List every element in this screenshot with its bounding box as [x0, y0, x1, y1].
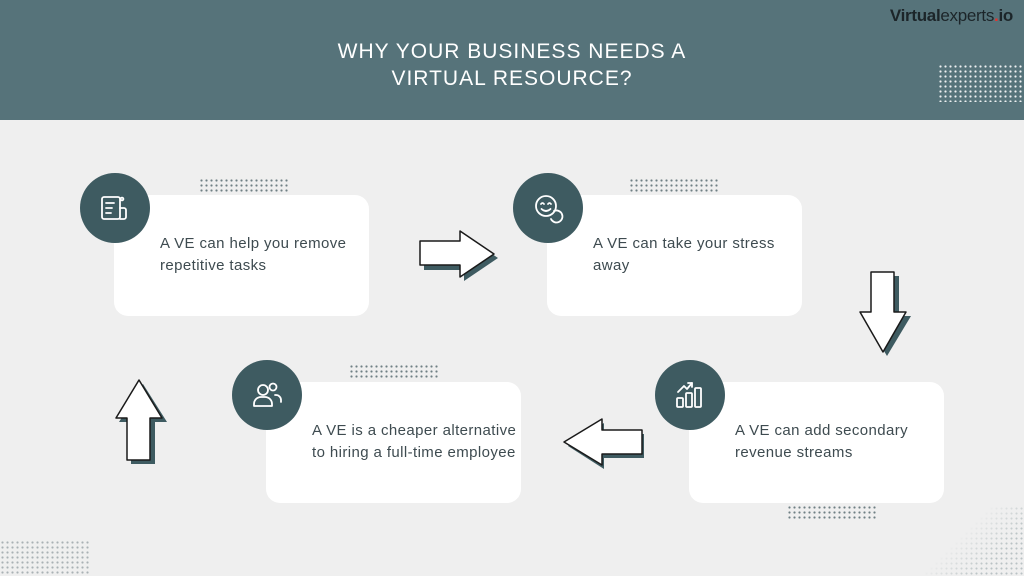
header-dot-pattern [938, 64, 1024, 102]
dot-pattern-1 [199, 178, 289, 193]
step-icon-circle-2 [513, 173, 583, 243]
header-banner: WHY YOUR BUSINESS NEEDS A VIRTUAL RESOUR… [0, 0, 1024, 120]
page-title: WHY YOUR BUSINESS NEEDS A VIRTUAL RESOUR… [0, 38, 1024, 92]
arrow-up-icon [115, 379, 167, 464]
growth-chart-icon [676, 382, 702, 408]
arrow-right-icon [419, 230, 498, 281]
dot-pattern-2 [629, 178, 719, 193]
step-text-1: A VE can help you remove repetitive task… [160, 235, 347, 274]
logo-light-text: experts [940, 6, 995, 25]
dot-pattern-4 [787, 505, 877, 520]
smiley-icon [535, 195, 564, 224]
dot-pattern-3 [349, 364, 439, 379]
task-list-icon [101, 196, 127, 220]
step-text-3: A VE can add secondary revenue streams [735, 422, 909, 461]
virtualexperts-logo: Virtualexperts.io [890, 6, 1013, 26]
step-icon-circle-1 [80, 173, 150, 243]
step-card-1: A VE can help you remove repetitive task… [114, 195, 369, 316]
step-text-4: A VE is a cheaper alternative to hiring … [312, 422, 517, 461]
corner-dot-pattern [904, 506, 1024, 576]
step-text-2: A VE can take your stress away [593, 235, 775, 274]
people-icon [253, 382, 282, 407]
step-icon-circle-4 [232, 360, 302, 430]
step-icon-circle-3 [655, 360, 725, 430]
page-title-line-1: WHY YOUR BUSINESS NEEDS A [337, 40, 687, 63]
arrow-down-icon [859, 271, 911, 356]
page-title-line-2: VIRTUAL RESOURCE? [391, 67, 633, 90]
arrow-left-icon [563, 418, 644, 469]
step-card-4: A VE is a cheaper alternative to hiring … [266, 382, 521, 503]
logo-bold-text: Virtual [889, 6, 941, 25]
step-card-2: A VE can take your stress away [547, 195, 802, 316]
logo-dot: . [994, 6, 999, 25]
dot-pattern-5 [0, 540, 90, 576]
logo-suffix: io [998, 6, 1013, 25]
step-card-3: A VE can add secondary revenue streams [689, 382, 944, 503]
